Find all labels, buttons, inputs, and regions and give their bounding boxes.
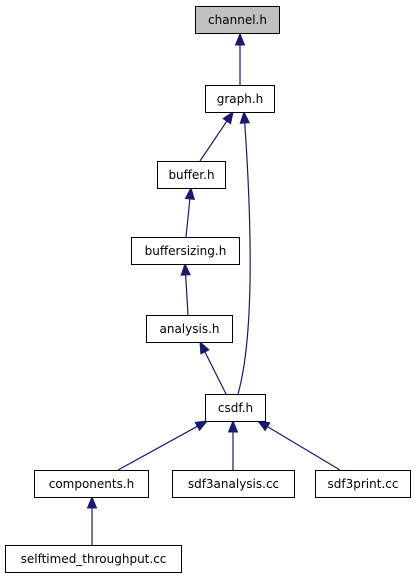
node-buffersizing-h[interactable]: buffersizing.h xyxy=(131,237,240,265)
edge-line xyxy=(199,120,228,162)
edge-line xyxy=(185,274,189,316)
arrowhead xyxy=(184,186,196,200)
edge-line xyxy=(237,122,251,395)
edge-line xyxy=(204,351,227,395)
node-selftimed-throughput-cc[interactable]: selftimed_throughput.cc xyxy=(5,545,182,573)
node-box xyxy=(157,161,226,189)
node-csdf-h[interactable]: csdf.h xyxy=(205,394,266,422)
edge-line xyxy=(117,425,198,471)
node-label: components.h xyxy=(49,477,135,491)
node-box xyxy=(146,315,233,343)
arrowhead xyxy=(180,262,191,276)
node-box xyxy=(205,85,275,113)
edge-csdf-h-to-analysis-h xyxy=(199,340,227,395)
node-channel-h: channel.h xyxy=(195,6,280,34)
edge-csdf-h-to-graph-h xyxy=(237,110,251,395)
edge-selftimed-throughput-cc-to-components-h xyxy=(86,495,98,545)
arrowhead xyxy=(234,32,246,46)
arrowhead xyxy=(227,419,239,433)
node-buffer-h[interactable]: buffer.h xyxy=(157,161,226,189)
edge-components-h-to-csdf-h xyxy=(117,420,209,471)
node-box xyxy=(172,470,295,498)
node-label: selftimed_throughput.cc xyxy=(21,552,167,566)
node-box xyxy=(34,470,149,498)
arrowhead xyxy=(256,420,271,432)
node-label: graph.h xyxy=(217,92,264,106)
edge-line xyxy=(267,426,341,471)
node-label: csdf.h xyxy=(218,401,253,415)
arrowhead xyxy=(222,110,234,125)
edge-buffersizing-h-to-buffer-h xyxy=(184,186,196,238)
node-label: buffersizing.h xyxy=(145,244,227,258)
node-box xyxy=(5,545,182,573)
arrowhead xyxy=(194,420,209,432)
node-label: sdf3print.cc xyxy=(328,477,399,491)
node-box xyxy=(205,394,266,422)
nodes-layer: channel.h graph.h buffer.h buffersizing.h an… xyxy=(5,6,411,573)
edge-analysis-h-to-buffersizing-h xyxy=(180,262,191,316)
node-analysis-h[interactable]: analysis.h xyxy=(146,315,233,343)
node-box xyxy=(315,470,411,498)
node-box xyxy=(195,6,280,34)
edge-sdf3analysis-cc-to-csdf-h xyxy=(227,419,239,470)
node-sdf3print-cc[interactable]: sdf3print.cc xyxy=(315,470,411,498)
node-label: buffer.h xyxy=(168,168,214,182)
arrowhead xyxy=(199,340,210,355)
edge-sdf3print-cc-to-csdf-h xyxy=(256,420,341,471)
edge-buffer-h-to-graph-h xyxy=(199,110,234,162)
edges-layer xyxy=(86,32,341,545)
node-label: channel.h xyxy=(208,13,267,27)
node-label: analysis.h xyxy=(159,322,219,336)
arrowhead xyxy=(239,110,251,124)
node-graph-h[interactable]: graph.h xyxy=(205,85,275,113)
edge-graph-h-to-channel-h xyxy=(234,32,246,85)
edge-line xyxy=(185,198,191,238)
node-label: sdf3analysis.cc xyxy=(188,477,279,491)
node-components-h[interactable]: components.h xyxy=(34,470,149,498)
node-sdf3analysis-cc[interactable]: sdf3analysis.cc xyxy=(172,470,295,498)
node-box xyxy=(131,237,240,265)
arrowhead xyxy=(86,495,98,509)
